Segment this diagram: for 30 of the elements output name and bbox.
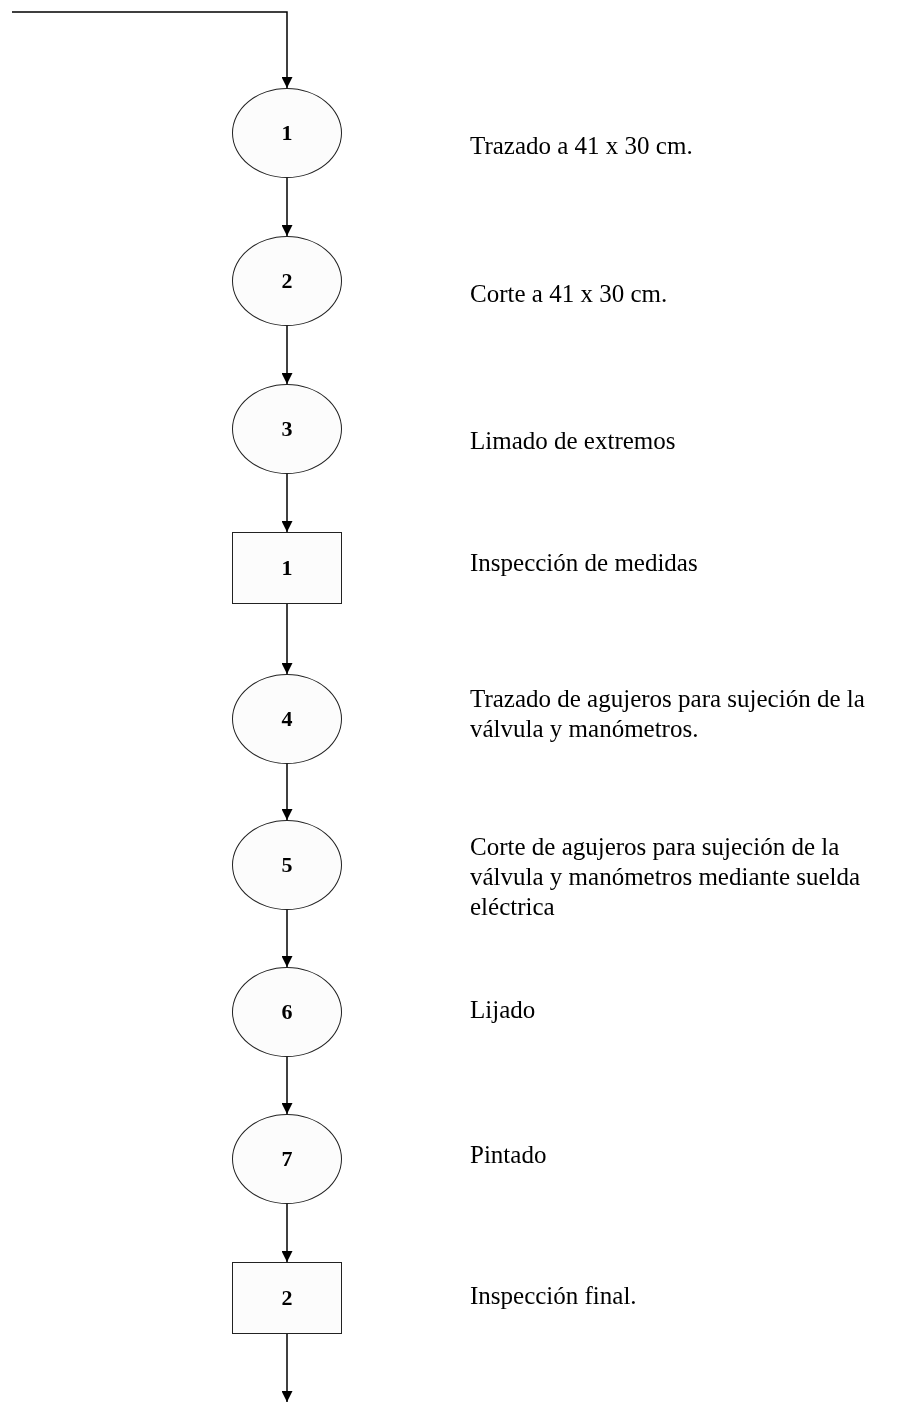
step-description: Lijado bbox=[470, 995, 537, 1025]
arrow bbox=[281, 1056, 293, 1115]
arrow bbox=[281, 177, 293, 237]
step-description: Inspección final. bbox=[470, 1281, 638, 1311]
step-description: Corte a 41 x 30 cm. bbox=[470, 279, 669, 309]
arrow bbox=[11, 11, 293, 89]
step-description: Limado de extremos bbox=[470, 426, 677, 456]
step-number: 1 bbox=[281, 120, 293, 146]
step-number: 2 bbox=[281, 268, 293, 294]
arrow bbox=[281, 909, 293, 968]
step-number: 2 bbox=[281, 1285, 293, 1311]
arrow bbox=[281, 1333, 293, 1403]
step-description: Trazado de agujeros para sujeción de la válvula y manómetros. bbox=[470, 684, 866, 744]
inspection-box bbox=[232, 1262, 342, 1334]
arrow bbox=[281, 763, 293, 821]
step-number: 3 bbox=[281, 416, 293, 442]
arrow bbox=[281, 1203, 293, 1263]
step-description: Trazado a 41 x 30 cm. bbox=[470, 131, 694, 161]
arrow bbox=[281, 473, 293, 533]
inspection-box bbox=[232, 532, 342, 604]
step-number: 4 bbox=[281, 706, 293, 732]
step-number: 7 bbox=[281, 1146, 293, 1172]
step-number: 1 bbox=[281, 555, 293, 581]
step-number: 5 bbox=[281, 852, 293, 878]
arrow bbox=[281, 325, 293, 385]
step-description: Pintado bbox=[470, 1140, 548, 1170]
step-description: Inspección de medidas bbox=[470, 548, 699, 578]
step-number: 6 bbox=[281, 999, 293, 1025]
step-description: Corte de agujeros para sujeción de la válvula y manómetros mediante suelda eléctrica bbox=[470, 832, 862, 922]
arrow bbox=[281, 603, 293, 675]
